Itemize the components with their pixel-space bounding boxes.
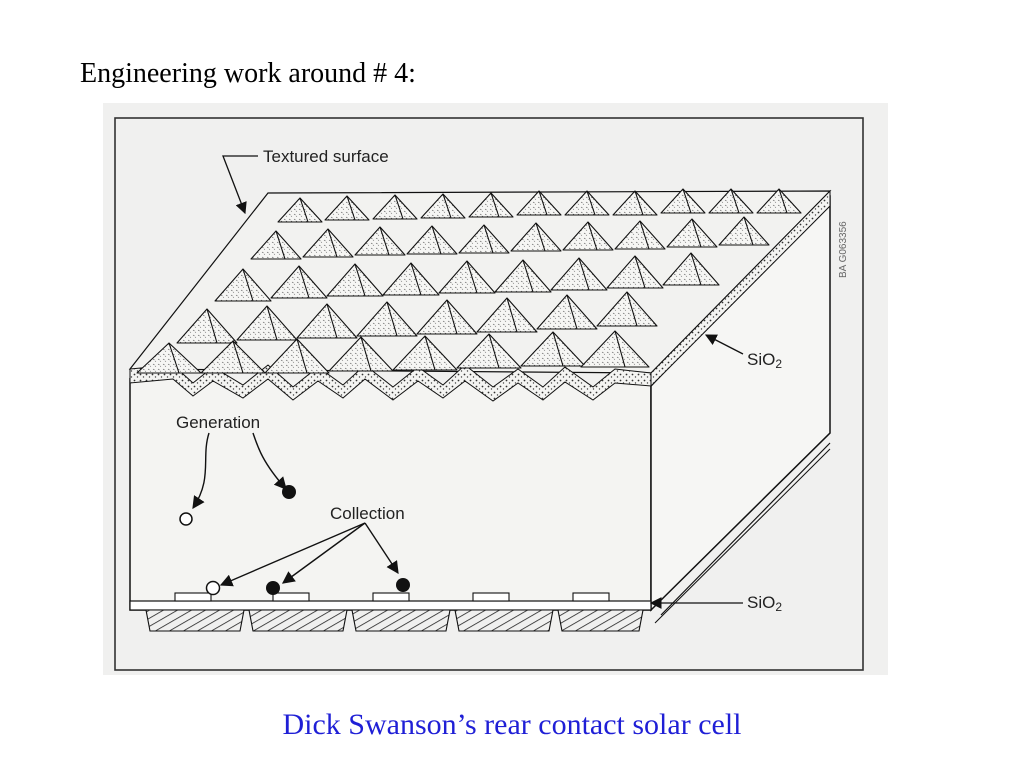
filled-circle-icon	[282, 485, 296, 499]
generation-label: Generation	[176, 413, 260, 432]
sio2-top-label: SiO2	[747, 350, 782, 371]
generation-carriers	[179, 432, 296, 526]
filled-circle-icon	[266, 581, 280, 595]
figure-stamp: BA G063356	[838, 221, 849, 278]
rear-contact-fingers	[174, 592, 610, 602]
textured-surface-label: Textured surface	[263, 147, 389, 166]
collection-label: Collection	[330, 504, 405, 523]
sio2-bottom-label: SiO2	[747, 593, 782, 614]
rear-contact-teeth	[145, 609, 644, 632]
slide-title: Engineering work around # 4:	[80, 58, 416, 89]
rear-sio2-layer	[129, 600, 652, 611]
figure-frame	[114, 117, 864, 671]
figure-caption: Dick Swanson’s rear contact solar cell	[282, 708, 742, 741]
collection-carriers	[205, 522, 410, 596]
solar-cell-diagram: Textured surface SiO2 Generation Collect…	[103, 103, 888, 675]
open-circle-icon	[179, 512, 193, 526]
filled-circle-icon	[396, 578, 410, 592]
open-circle-icon	[205, 580, 221, 596]
pyramid-texture-icon	[136, 188, 802, 374]
